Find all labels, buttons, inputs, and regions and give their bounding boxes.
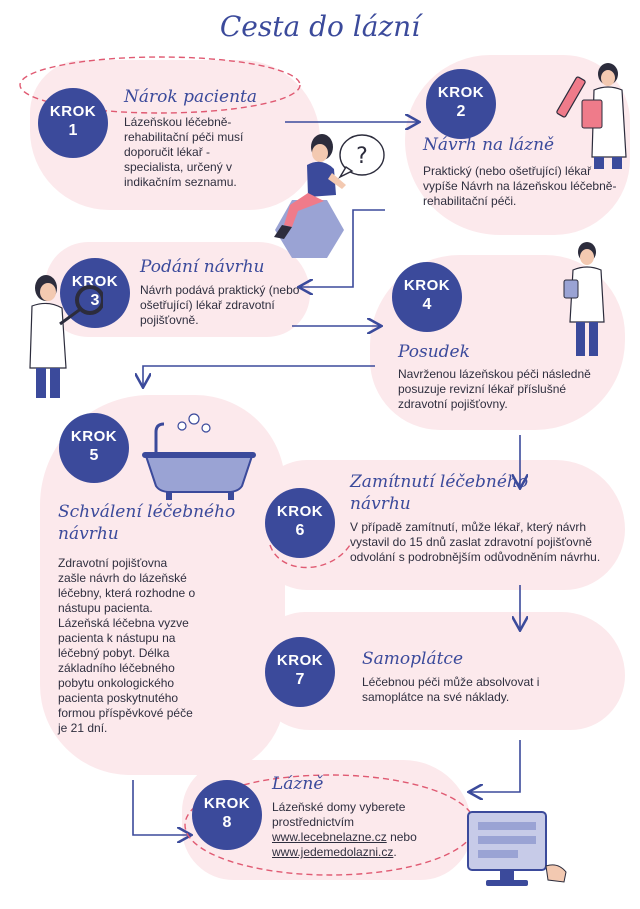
krok-label: KROK xyxy=(276,503,324,520)
step-8-text-before: Lázeňské domy vyberete prostřednictvím xyxy=(272,800,406,829)
doctor-tablet-illustration xyxy=(563,242,605,356)
step-number: 2 xyxy=(456,103,466,120)
speech-bubble-icon xyxy=(339,134,385,176)
step-7-heading: Samoplátce xyxy=(362,649,464,669)
arrow-7-to-8 xyxy=(470,740,521,792)
step-8-badge: KROK 8 xyxy=(192,780,262,850)
krok-label: KROK xyxy=(70,428,118,445)
step-4-text: Navrženou lázeňskou péči následně posuzu… xyxy=(398,367,591,411)
step-6-text: V případě zamítnutí, může lékař, který n… xyxy=(350,520,601,564)
step-number: 8 xyxy=(222,814,232,831)
step-8-text-after: . xyxy=(393,845,397,859)
step-2-badge: KROK 2 xyxy=(426,69,496,139)
pencil-icon xyxy=(556,76,586,118)
step-number: 1 xyxy=(68,122,78,139)
krok-label: KROK xyxy=(203,795,251,812)
clipboard-icon xyxy=(581,99,603,129)
step-2-heading: Návrh na lázně xyxy=(423,135,555,155)
woman-question-illustration: ? xyxy=(274,134,385,258)
hand-icon xyxy=(545,864,567,883)
step-6-heading: Zamítnutí léčebného návrhu xyxy=(350,472,529,514)
step-4-badge: KROK 4 xyxy=(392,262,462,332)
krok-label: KROK xyxy=(437,84,485,101)
step-4-heading: Posudek xyxy=(398,342,470,362)
link-lecebnelazne[interactable]: www.lecebnelazne.cz xyxy=(272,830,387,844)
krok-label: KROK xyxy=(49,103,97,120)
magnifier-icon xyxy=(75,285,103,315)
krok-label: KROK xyxy=(403,277,451,294)
step-number: 3 xyxy=(90,292,100,309)
step-2-text: Praktický (nebo ošetřující) lékař vypíše… xyxy=(423,164,617,208)
step-number: 4 xyxy=(422,296,432,313)
step-6-badge: KROK 6 xyxy=(265,488,335,558)
link-jedemedolazni[interactable]: www.jedemedolazni.cz xyxy=(272,845,394,859)
step-7-text: Léčebnou péči může absolvovat i samoplát… xyxy=(362,675,540,704)
arrow-4-to-5 xyxy=(143,365,375,386)
step-8-text-mid: nebo xyxy=(390,830,417,844)
step-8-text: Lázeňské domy vyberete prostřednictvím w… xyxy=(272,800,447,860)
step-8-heading: Lázně xyxy=(272,774,324,794)
page-title: Cesta do lázní xyxy=(219,10,421,43)
dashed-ellipse-step-1 xyxy=(19,56,301,114)
krok-label: KROK xyxy=(276,652,324,669)
arrow-2-to-3 xyxy=(300,209,385,287)
step-1-heading: Nárok pacienta xyxy=(124,87,258,107)
doctor-clipboard-illustration xyxy=(556,63,627,169)
arrow-5-to-8 xyxy=(132,780,190,835)
step-5-text: Zdravotní pojišťovna zašle návrh do láze… xyxy=(58,556,196,735)
tablet-icon xyxy=(563,279,579,299)
woman-magnifier-illustration xyxy=(29,275,103,398)
step-number: 7 xyxy=(295,671,305,688)
step-1-badge: KROK 1 xyxy=(38,88,108,158)
bubble-icon xyxy=(177,421,187,431)
question-mark-icon: ? xyxy=(356,144,368,169)
step-7-badge: KROK 7 xyxy=(265,637,335,707)
step-5-heading: Schválení léčebného návrhu xyxy=(58,502,236,544)
bathtub-illustration xyxy=(142,413,256,500)
step-3-text: Návrh podává praktický (nebo ošetřující)… xyxy=(140,283,300,327)
step-number: 6 xyxy=(295,522,305,539)
dashed-arc-step-6 xyxy=(269,544,351,569)
computer-illustration xyxy=(467,811,567,886)
step-1-text: Lázeňskou léčebně-rehabilitační péči mus… xyxy=(124,115,244,189)
step-number: 5 xyxy=(89,447,99,464)
krok-label: KROK xyxy=(71,273,119,290)
step-5-badge: KROK 5 xyxy=(59,413,129,483)
step-3-heading: Podání návrhu xyxy=(140,257,265,277)
